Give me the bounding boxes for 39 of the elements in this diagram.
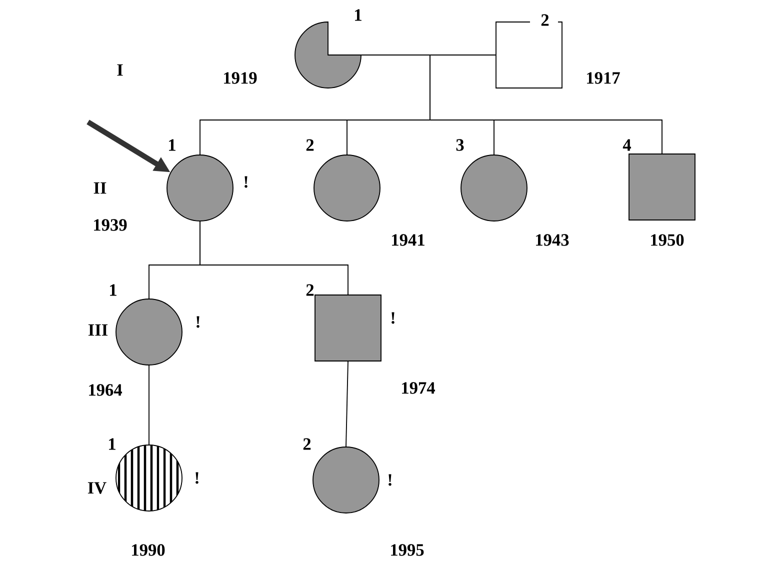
exclamation-mark: ! — [244, 176, 248, 188]
year-label: 1995 — [391, 544, 424, 556]
year-label: 1939 — [94, 219, 127, 231]
pedigree-line — [148, 365, 150, 445]
exclamation-mark: ! — [196, 472, 198, 484]
circle-symbol — [116, 444, 182, 512]
number-label: 4 — [622, 139, 632, 151]
number-label: 2 — [306, 284, 314, 296]
pedigree-line — [200, 221, 348, 295]
generation-label: II — [94, 182, 106, 194]
exclamation-mark: ! — [196, 316, 200, 328]
number-label: 1 — [110, 284, 116, 296]
year-label: 1919 — [224, 72, 257, 84]
pedigree-line — [346, 361, 348, 447]
year-label: 1974 — [402, 382, 436, 394]
number-label: 2 — [303, 438, 311, 450]
number-label: 1 — [355, 9, 362, 21]
number-label: 1 — [109, 438, 116, 450]
circle-symbol — [116, 298, 182, 366]
year-label: 1950 — [651, 234, 684, 246]
year-label: 1917 — [587, 72, 620, 84]
pedigree-line — [361, 54, 662, 154]
year-label: 1990 — [132, 544, 165, 556]
year-label: 1943 — [536, 234, 569, 246]
number-label: 2 — [541, 14, 549, 26]
circle-symbol — [460, 154, 528, 222]
year-label: 1941 — [392, 234, 424, 246]
number-label: 3 — [456, 139, 464, 151]
year-label: 1964 — [89, 384, 122, 396]
exclamation-mark: ! — [392, 312, 394, 324]
number-label: 2 — [306, 139, 314, 151]
square-symbol — [314, 294, 382, 362]
number-label: 1 — [169, 139, 176, 151]
circle-symbol — [312, 446, 380, 514]
circle-symbol — [314, 154, 380, 222]
generation-label: I — [117, 64, 123, 76]
square-symbol — [628, 154, 696, 220]
circle-symbol — [166, 154, 234, 222]
exclamation-mark: ! — [388, 474, 392, 486]
